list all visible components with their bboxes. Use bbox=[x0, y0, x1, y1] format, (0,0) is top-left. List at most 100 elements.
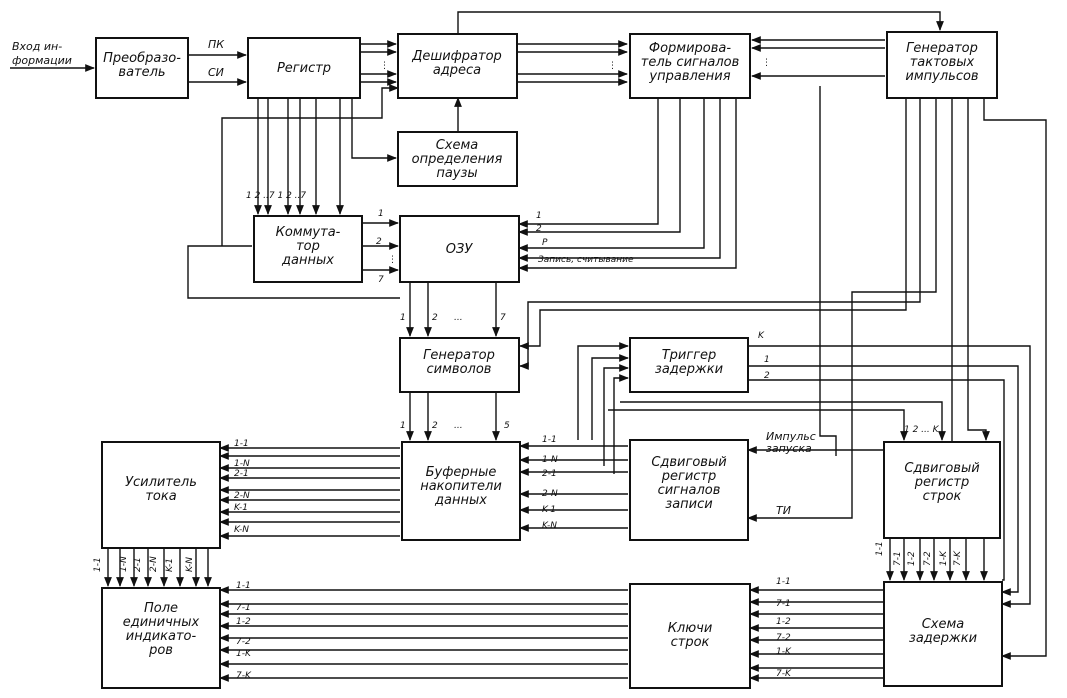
address-decoder-line: адреса bbox=[433, 63, 481, 78]
row-shift-reg-line: Сдвиговый bbox=[904, 461, 979, 476]
control-former-line: тель сигналов bbox=[641, 55, 740, 70]
ram-out-2: 2 bbox=[432, 313, 438, 323]
field-bus-label: 1-K bbox=[236, 649, 252, 659]
amp-out-label: 2-1 bbox=[133, 557, 143, 572]
char-gen-line: символов bbox=[427, 362, 492, 377]
clock-gen-line: тактовых bbox=[910, 55, 975, 70]
amp-bus-label: K-1 bbox=[234, 503, 248, 513]
buffer-bus-label: K-1 bbox=[542, 505, 556, 515]
control-former-line: Формирова- bbox=[649, 41, 731, 56]
srs-out-label: 7-K bbox=[953, 550, 963, 566]
labels: Вход ин- формации ПК СИ 1 2 ..7 1 2 ..7 … bbox=[12, 38, 940, 517]
converter-line: Преобразо- bbox=[103, 51, 181, 66]
control-former-line: управления bbox=[648, 69, 730, 84]
block-text-register: Регистр bbox=[277, 61, 331, 76]
trig-2: 2 bbox=[764, 371, 770, 381]
register-block: Регистр bbox=[247, 37, 361, 99]
clock-delay-line bbox=[983, 98, 1047, 660]
write-shift-reg-line: Сдвиговый bbox=[651, 455, 726, 470]
pause-detector-line: паузы bbox=[436, 166, 477, 181]
sw-in-7: 7 bbox=[378, 275, 384, 285]
row-keys-line: Ключи bbox=[668, 621, 713, 636]
indicator-field-line: индикато- bbox=[126, 629, 197, 644]
ram-out-7: 7 bbox=[500, 313, 506, 323]
amp-out-label: 1-1 bbox=[93, 557, 103, 572]
write-shift-reg-line: сигналов bbox=[658, 483, 721, 498]
decoder-former-bus: ⋮ bbox=[517, 40, 628, 86]
trig-srs-2 bbox=[608, 409, 908, 441]
buffer-bus-label: K-N bbox=[542, 521, 557, 531]
amp-bus-label: 2-1 bbox=[234, 469, 249, 479]
former-ram-bus bbox=[518, 98, 737, 272]
row-shift-reg-line: регистр bbox=[914, 475, 970, 490]
amp-bus-label: 1-N bbox=[234, 459, 250, 469]
writereg-buffer-bus bbox=[519, 442, 628, 532]
converter-block: Преобразо-ватель bbox=[95, 37, 189, 99]
trigger-2-line bbox=[748, 379, 1005, 581]
sw-in-1: 1 bbox=[378, 209, 384, 219]
srs-out-label: 1-1 bbox=[875, 541, 885, 556]
field-bus-label: 1-1 bbox=[236, 581, 251, 591]
ram-line: ОЗУ bbox=[446, 242, 474, 257]
trig-k: K bbox=[758, 331, 765, 341]
switch-decoder-line bbox=[221, 84, 399, 246]
delay-circuit-line: задержки bbox=[909, 631, 977, 646]
block-text-converter: Преобразо-ватель bbox=[103, 51, 181, 80]
keys-field-bus bbox=[219, 586, 628, 682]
cg-out-1: 1 bbox=[400, 421, 406, 431]
srs-out-label: 1-2 bbox=[907, 551, 917, 566]
row-keys-line: строк bbox=[671, 635, 710, 650]
field-bus-label: 1-2 bbox=[236, 617, 251, 627]
former-start-line bbox=[819, 86, 837, 456]
pause-detector-line: Схема bbox=[436, 138, 479, 153]
amp-out-label: 1-N bbox=[119, 556, 129, 572]
current-amp-line: Усилитель bbox=[125, 475, 197, 490]
srs-out-label: 7-1 bbox=[893, 551, 903, 566]
register-pause-arrow bbox=[351, 98, 397, 162]
delay-trigger-line: задержки bbox=[655, 362, 723, 377]
amp-bus-label: K-N bbox=[234, 525, 249, 535]
write-read-label: Запись, считывание bbox=[538, 255, 634, 265]
pk-label: ПК bbox=[208, 38, 225, 51]
clock-chargen-line bbox=[519, 98, 907, 350]
row-shift-reg-line: строк bbox=[923, 489, 962, 504]
trigger-1-line bbox=[748, 365, 1019, 596]
chargen-buffer-bus bbox=[406, 392, 500, 441]
trig-1: 1 bbox=[764, 355, 770, 365]
pause-detector-line: определения bbox=[412, 152, 503, 167]
buffer-store-line: накопители bbox=[420, 479, 502, 494]
clock-gen-line: Генератор bbox=[906, 41, 978, 56]
data-switch-line: тор bbox=[296, 239, 320, 254]
amp-out-label: K-1 bbox=[165, 558, 175, 572]
buffer-bus-label: 2-1 bbox=[542, 469, 557, 479]
sw-in-2: 2 bbox=[376, 237, 382, 247]
current-amp-line: тока bbox=[145, 489, 176, 504]
top-loop-line bbox=[457, 11, 944, 34]
field-bus-label: 7-2 bbox=[236, 637, 251, 647]
input-label: Вход ин- формации bbox=[12, 40, 72, 67]
srs-delay-bus bbox=[886, 538, 988, 581]
buffer-store-line: Буферные bbox=[426, 465, 497, 480]
delay-trigger-line: Триггер bbox=[662, 348, 717, 363]
svg-text:⋮: ⋮ bbox=[608, 61, 617, 71]
clock-start-line bbox=[747, 98, 953, 454]
reg-out-label: 1 2 ..7 1 2 ..7 bbox=[246, 191, 306, 201]
ram-in-p: P bbox=[542, 238, 548, 248]
amp-field-bus bbox=[104, 548, 212, 587]
ram-out-dots: ... bbox=[454, 313, 463, 323]
